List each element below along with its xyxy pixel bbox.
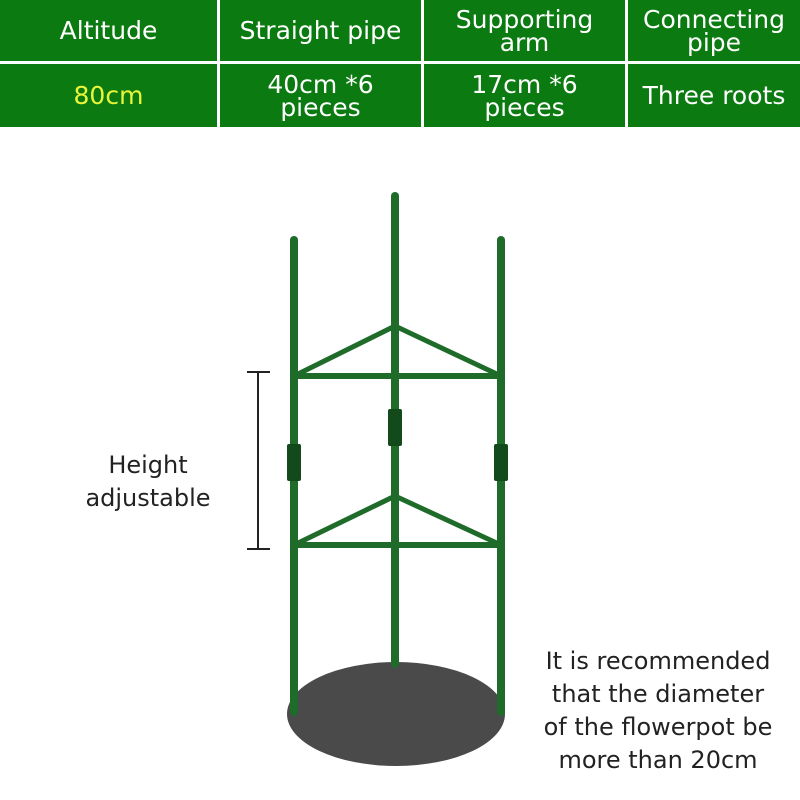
table-row-divider <box>0 61 800 64</box>
upper-arm-right <box>392 323 504 379</box>
lower-arm-right <box>392 493 504 548</box>
value-connecting-pipe: Three roots <box>642 81 786 110</box>
flowerpot-base <box>287 662 505 766</box>
height-adjustable-label: Height adjustable <box>85 451 211 512</box>
value-supporting-arm: 17cm *6 pieces <box>471 69 578 122</box>
recommendation-note: It is recommended that the diameter of t… <box>543 647 773 774</box>
spec-table: Altitude Straight pipe Supporting arm Co… <box>0 0 800 127</box>
header-connecting-pipe: Connecting pipe <box>642 4 786 57</box>
plant-support-frame-illustration <box>247 192 508 766</box>
connecting-pipe-right <box>494 444 508 481</box>
connecting-pipe-left <box>287 444 301 481</box>
value-straight-pipe: 40cm *6 pieces <box>267 69 374 122</box>
header-altitude: Altitude <box>59 16 158 45</box>
height-bracket <box>247 371 270 550</box>
header-supporting-arm: Supporting arm <box>455 4 594 57</box>
lower-arm-left <box>291 493 398 548</box>
frame-structure <box>290 192 505 716</box>
header-straight-pipe: Straight pipe <box>239 16 402 45</box>
connecting-pipe-center <box>388 409 402 446</box>
value-altitude: 80cm <box>73 81 144 110</box>
upper-arm-left <box>291 323 398 379</box>
